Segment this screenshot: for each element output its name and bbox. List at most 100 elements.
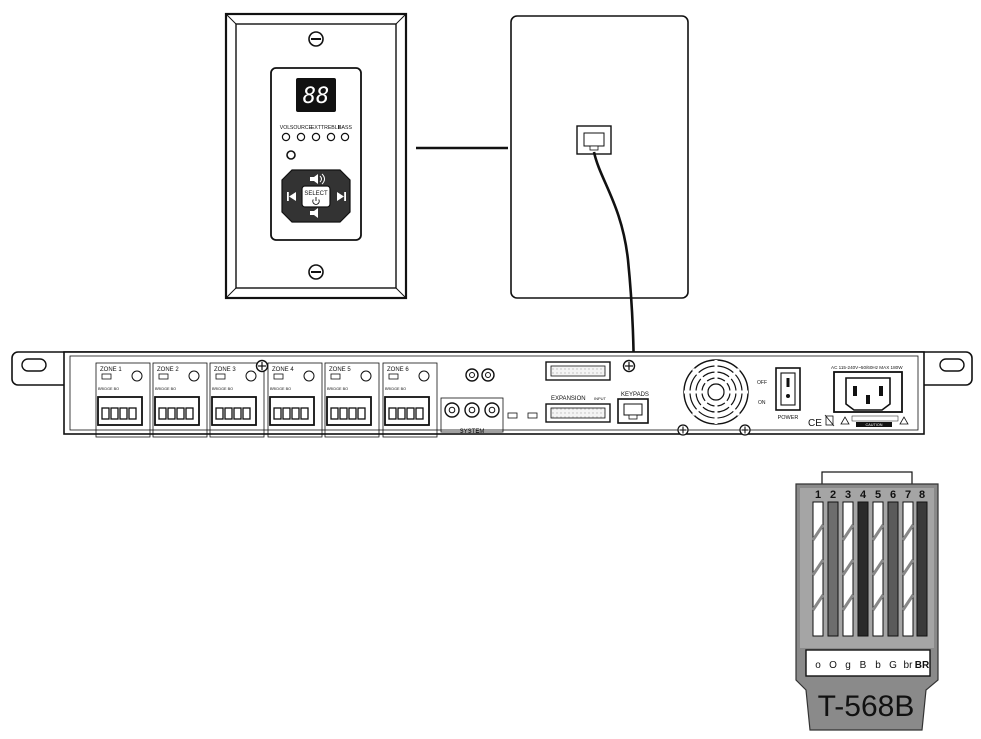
chassis-screw-icon <box>622 359 636 373</box>
iec-power-inlet[interactable] <box>833 371 903 413</box>
mode-switch[interactable] <box>388 373 399 380</box>
top-screw-icon <box>308 31 324 47</box>
fan-screw-icon <box>677 424 689 436</box>
zone-module-6: ZONE 6 BRIDGE BO <box>382 362 438 438</box>
zone-label: ZONE 2 <box>157 367 179 373</box>
bridge-label: BRIDGE BO <box>327 387 348 391</box>
pin-number: 1 <box>815 489 821 501</box>
pin-number: 2 <box>830 489 836 501</box>
zone-label: ZONE 6 <box>387 367 409 373</box>
off-label: OFF <box>757 380 767 386</box>
bridge-label: BRIDGE BO <box>385 387 406 391</box>
pin-number: 5 <box>875 489 881 501</box>
on-label: ON <box>758 400 766 406</box>
power-rocker-switch[interactable] <box>775 367 801 411</box>
indicator-label-bass: BASS <box>338 125 352 131</box>
rack-ear-slot-left <box>21 358 47 372</box>
pin-number: 3 <box>845 489 851 501</box>
ir-sensor-icon <box>286 150 296 160</box>
warning-label-icon: CAUTION <box>840 415 909 427</box>
slave-select-switch[interactable] <box>527 412 538 419</box>
ce-mark-icon: CE <box>808 414 835 429</box>
wire-code: b <box>875 660 881 671</box>
volume-down-icon <box>310 208 318 218</box>
wire-code: br <box>904 660 914 671</box>
rack-ear-slot-right <box>939 358 965 372</box>
keypad-wall-plate: 88 VOL SOURCE EXT TREBLE BASS <box>224 12 408 300</box>
display-digits: 88 <box>303 84 330 109</box>
ir-input-jacks <box>465 368 495 382</box>
bridge-label: BRIDGE BO <box>98 387 119 391</box>
bridge-label: BRIDGE BO <box>270 387 291 391</box>
volume-up-icon <box>310 174 318 184</box>
keypads-label: KEYPADS <box>621 392 649 398</box>
mode-switch[interactable] <box>101 373 112 380</box>
next-icon <box>337 192 346 201</box>
wire-code: B <box>860 660 867 671</box>
wire-4 <box>857 501 869 637</box>
chassis-screw-icon <box>255 359 269 373</box>
wire-code-strip <box>805 649 931 677</box>
pin-number: 8 <box>919 489 925 501</box>
system-jacks: SYSTEM <box>440 397 504 435</box>
bottom-screw-icon <box>308 264 324 280</box>
ac-rating-label: AC 115-240V~50/60Hz MAX 180W <box>831 365 903 370</box>
indicator-led <box>281 132 291 142</box>
expansion-output-connector <box>545 361 611 381</box>
wire-6 <box>887 501 899 637</box>
wire-code: O <box>829 660 837 671</box>
power-icon <box>312 197 320 205</box>
keypads-rj45-port[interactable] <box>617 398 649 424</box>
indicator-label-ext: EXT <box>311 125 322 131</box>
select-button[interactable] <box>301 185 331 208</box>
wire-8 <box>916 501 928 637</box>
mode-switch[interactable] <box>215 373 226 380</box>
indicator-led <box>340 132 350 142</box>
amplifier-rear-panel: ZONE 1 BRIDGE BO ZONE 2 BRIDGE BO ZONE 3 <box>11 351 973 438</box>
rj45-t568b-connector: 1 2 3 4 5 6 7 8 o <box>795 471 939 731</box>
seven-segment-display <box>296 78 336 112</box>
indicator-label-vol: VOL <box>280 125 290 131</box>
expansion-input-connector <box>545 403 611 423</box>
indicator-label-treble: TREBLE <box>321 125 342 131</box>
zone-module-5: ZONE 5 BRIDGE BO <box>324 362 380 438</box>
input-label: INPUT <box>594 396 607 401</box>
wall-jack-box <box>510 15 689 299</box>
zone-module-4: ZONE 4 BRIDGE BO <box>267 362 323 438</box>
select-button-label: SELECT <box>304 191 328 197</box>
bridge-label: BRIDGE BO <box>155 387 176 391</box>
system-label: SYSTEM <box>460 429 485 435</box>
mode-switch[interactable] <box>273 373 284 380</box>
standard-label: T-568B <box>818 690 915 723</box>
zone-module-2: ZONE 2 BRIDGE BO <box>152 362 208 438</box>
pin-number: 6 <box>890 489 896 501</box>
pin-number: 7 <box>905 489 911 501</box>
zone-label: ZONE 5 <box>329 367 351 373</box>
indicator-led <box>311 132 321 142</box>
zone-label: ZONE 1 <box>100 367 122 373</box>
fan-screw-icon <box>739 424 751 436</box>
indicator-led <box>296 132 306 142</box>
wire-code: G <box>889 660 897 671</box>
indicator-led <box>326 132 336 142</box>
zone-label: ZONE 3 <box>214 367 236 373</box>
indicator-label-source: SOURCE <box>290 125 313 131</box>
expansion-label: EXPANSION <box>551 396 586 402</box>
pin-number: 4 <box>860 489 867 501</box>
wire-code: BR <box>915 660 930 671</box>
bridge-label: BRIDGE BO <box>212 387 233 391</box>
caution-label: CAUTION <box>865 423 882 427</box>
wire-2 <box>827 501 839 637</box>
mode-switch[interactable] <box>158 373 169 380</box>
zone-label: ZONE 4 <box>272 367 294 373</box>
wire-code: g <box>845 660 851 671</box>
master-slave-switch[interactable] <box>507 412 518 419</box>
mode-switch[interactable] <box>330 373 341 380</box>
power-label: POWER <box>778 415 799 421</box>
svg-text:CE: CE <box>808 418 822 429</box>
zone-module-1: ZONE 1 BRIDGE BO <box>95 362 151 438</box>
wire-code: o <box>815 660 821 671</box>
cooling-fan-icon <box>683 359 749 425</box>
previous-icon <box>287 192 296 201</box>
